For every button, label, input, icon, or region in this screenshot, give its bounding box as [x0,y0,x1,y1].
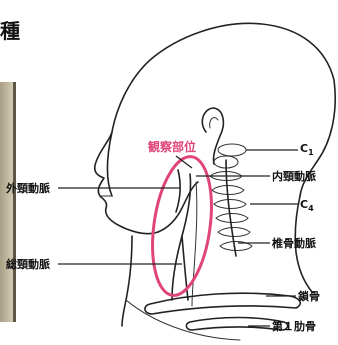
title-fragment: 種 [0,19,20,43]
ear [202,108,223,164]
internal-carotid-artery [172,174,191,300]
cervical-spine [210,144,252,256]
observation-site-label: 観察部位 [148,139,196,154]
label-c4: C4 [300,198,314,213]
label-first-rib: 第１肋骨 [272,319,316,333]
label-clavicle: 鎖骨 [298,289,320,303]
label-vertebral-artery: 椎骨動脈 [271,236,316,250]
label-c1: C1 [300,142,314,157]
external-carotid-artery [176,170,180,212]
label-common-carotid: 総頸動脈 [6,257,50,271]
observation-site-ellipse [145,153,220,299]
jugular-vein [192,182,197,306]
label-external-carotid: 外頸動脈 [5,181,50,195]
neck-front [122,236,132,326]
ear-inner [210,118,218,128]
label-internal-carotid: 内頸動脈 [272,169,316,183]
